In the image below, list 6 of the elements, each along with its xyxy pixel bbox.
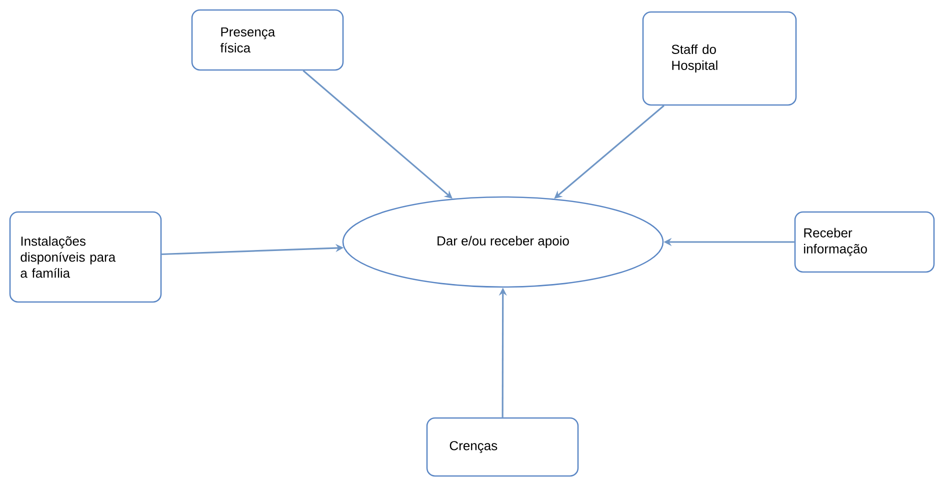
process-box: Staff do Hospital [642,11,797,106]
process-box: Crenças [426,417,579,477]
process-box: Instalações disponíveis para a família [9,211,162,303]
ellipse-node: Dar e/ou receber apoio [342,196,664,288]
process-box: Presença física [191,9,344,71]
process-box: Receber informação [794,211,935,273]
